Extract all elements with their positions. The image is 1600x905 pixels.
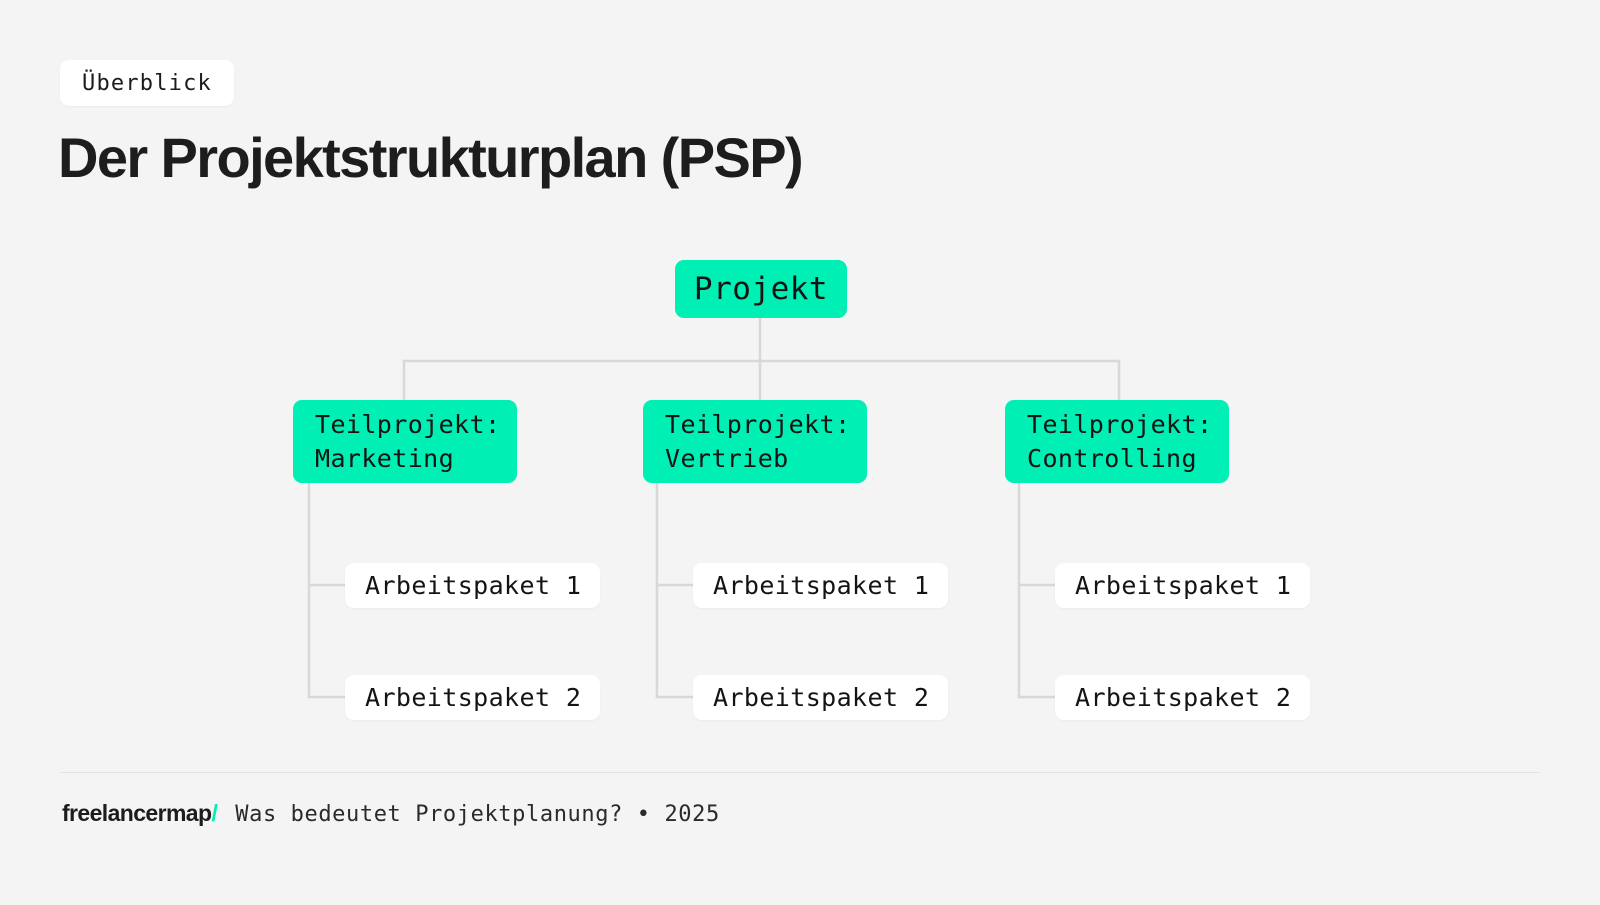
node-leaf-label: Arbeitspaket 2 <box>1075 683 1292 712</box>
overview-badge: Überblick <box>60 60 235 106</box>
node-root-projekt[interactable]: Projekt <box>675 260 847 318</box>
node-branch-vertrieb[interactable]: Teilprojekt: Vertrieb <box>643 400 867 483</box>
node-leaf-controlling-arbeitspaket-1[interactable]: Arbeitspaket 1 <box>1055 563 1310 608</box>
page-title: Der Projektstrukturplan (PSP) <box>58 126 804 189</box>
node-branch-controlling[interactable]: Teilprojekt: Controlling <box>1005 400 1229 483</box>
node-leaf-label: Arbeitspaket 1 <box>365 571 582 600</box>
node-branch-controlling-line1: Teilprojekt: <box>1027 409 1213 439</box>
node-leaf-label: Arbeitspaket 1 <box>713 571 930 600</box>
footer-divider <box>60 772 1540 773</box>
node-branch-vertrieb-line2: Vertrieb <box>665 443 789 473</box>
node-leaf-controlling-arbeitspaket-2[interactable]: Arbeitspaket 2 <box>1055 675 1310 720</box>
node-leaf-label: Arbeitspaket 2 <box>713 683 930 712</box>
node-branch-vertrieb-line1: Teilprojekt: <box>665 409 851 439</box>
node-branch-marketing-line1: Teilprojekt: <box>315 409 501 439</box>
node-leaf-label: Arbeitspaket 1 <box>1075 571 1292 600</box>
node-leaf-label: Arbeitspaket 2 <box>365 683 582 712</box>
node-root-label: Projekt <box>693 271 829 307</box>
node-branch-marketing-line2: Marketing <box>315 443 455 473</box>
freelancermap-logo[interactable]: freelancermap/ <box>62 800 218 827</box>
logo-wordmark: freelancermap <box>62 800 212 826</box>
node-leaf-marketing-arbeitspaket-1[interactable]: Arbeitspaket 1 <box>345 563 600 608</box>
node-leaf-vertrieb-arbeitspaket-2[interactable]: Arbeitspaket 2 <box>693 675 948 720</box>
logo-slash-icon: / <box>211 800 218 826</box>
footer-meta: Was bedeutet Projektplanung? • 2025 <box>235 802 720 827</box>
node-leaf-vertrieb-arbeitspaket-1[interactable]: Arbeitspaket 1 <box>693 563 948 608</box>
node-leaf-marketing-arbeitspaket-2[interactable]: Arbeitspaket 2 <box>345 675 600 720</box>
footer: freelancermap/ Was bedeutet Projektplanu… <box>62 800 720 827</box>
node-branch-marketing[interactable]: Teilprojekt: Marketing <box>293 400 517 483</box>
node-branch-controlling-line2: Controlling <box>1027 443 1197 473</box>
